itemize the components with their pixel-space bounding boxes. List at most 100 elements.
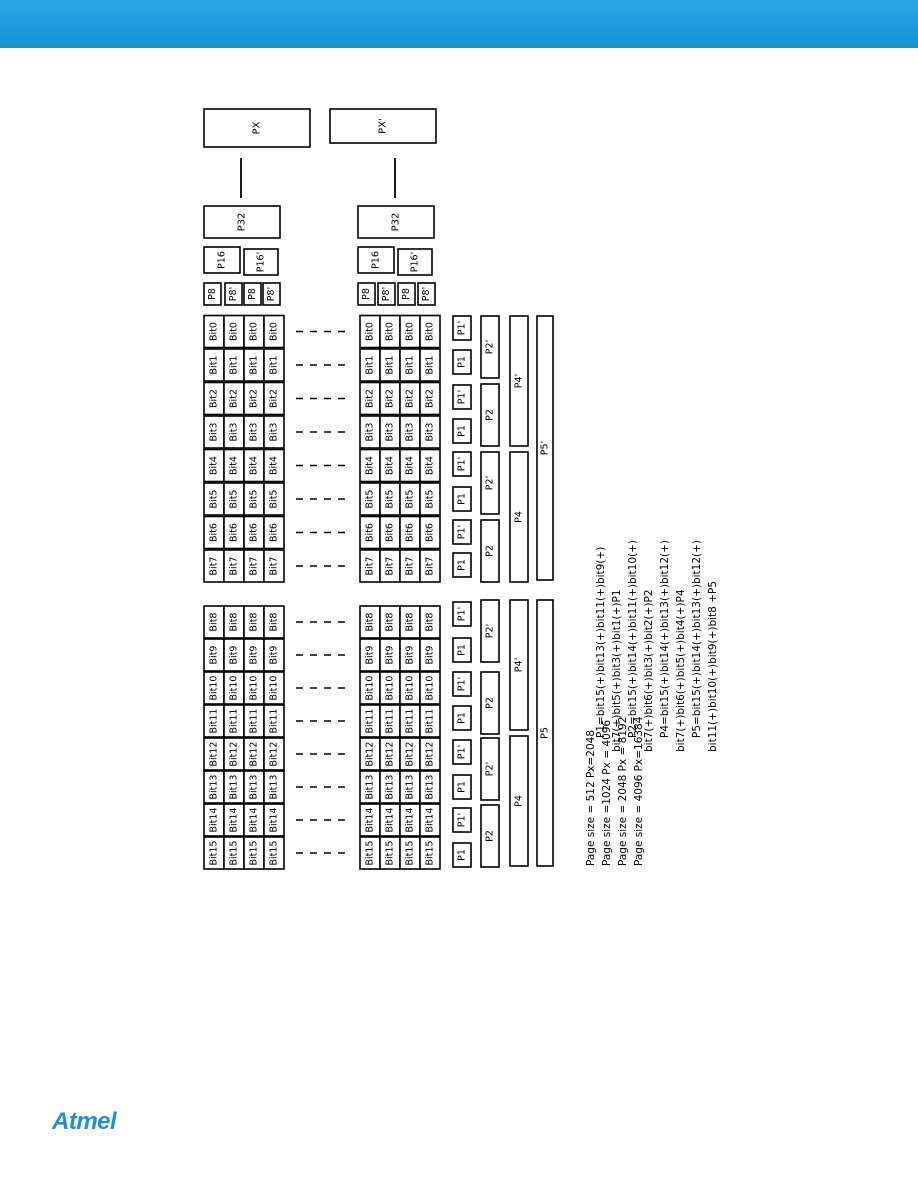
- bit-cell-bit0: Bit0: [419, 314, 441, 349]
- bit-cell-bit5-label: Bit5: [425, 490, 436, 509]
- bit-cell-bit9-label: Bit9: [249, 646, 260, 665]
- bit-cell-bit12-label: Bit12: [269, 742, 280, 767]
- bit-cell-bit11-label: Bit11: [365, 709, 376, 734]
- equation-line: bit7(+)bit6(+)bit3(+)bit2(+)P2: [643, 590, 655, 753]
- bit-cell-bit13: Bit13: [419, 770, 441, 804]
- bit-cell-bit11-label: Bit11: [269, 709, 280, 734]
- p1-box-label: P1: [457, 493, 468, 505]
- bit-cell-bit7-label: Bit7: [425, 557, 436, 576]
- bit-cell-bit1: Bit1: [379, 348, 401, 382]
- bit-cell-bit8-label: Bit8: [209, 613, 220, 632]
- bit-cell-bit0-label: Bit0: [385, 322, 396, 341]
- bit-cell-bit11: Bit11: [379, 704, 401, 738]
- bit-cell-bit13-label: Bit13: [405, 775, 416, 800]
- bit-cell-bit15-label: Bit15: [269, 841, 280, 866]
- p1-box: P1: [452, 349, 472, 375]
- bit-cell-bit1-label: Bit1: [425, 356, 436, 375]
- bit-cell-bit0-label: Bit0: [229, 322, 240, 341]
- bit-cell-bit14: Bit14: [263, 803, 285, 837]
- bit-cell-bit15-label: Bit15: [405, 841, 416, 866]
- bit-cell-bit6-label: Bit6: [229, 523, 240, 542]
- bit-cell-bit1-label: Bit1: [209, 356, 220, 375]
- bit-cell-bit2: Bit2: [243, 381, 265, 416]
- p1-prime-box-label: P1': [457, 525, 468, 539]
- bit-cell-bit13: Bit13: [223, 770, 245, 804]
- bit-cell-bit10-label: Bit10: [209, 676, 220, 701]
- bit-cell-bit6-label: Bit6: [385, 523, 396, 542]
- bit-cell-bit5-label: Bit5: [385, 490, 396, 509]
- bit-cell-bit6: Bit6: [379, 515, 401, 550]
- bit-cell-bit6-label: Bit6: [209, 523, 220, 542]
- bit-cell-bit12-label: Bit12: [249, 742, 260, 767]
- bit-cell-bit15-label: Bit15: [229, 841, 240, 866]
- bit-cell-bit3-label: Bit3: [385, 423, 396, 442]
- bit-cell-bit7-label: Bit7: [385, 557, 396, 576]
- p2-prime-box-label: P2': [485, 624, 496, 638]
- bit-cell-bit3-label: Bit3: [229, 423, 240, 442]
- p1-prime-box: P1': [452, 451, 472, 477]
- p1-prime-box: P1': [452, 601, 472, 627]
- bit-cell-bit3: Bit3: [263, 415, 285, 449]
- bit-cell-bit15: Bit15: [419, 836, 441, 870]
- bit-cell-bit14: Bit14: [419, 803, 441, 837]
- bit-cell-bit3: Bit3: [379, 415, 401, 449]
- p16-prime-box-label: P16': [256, 252, 267, 272]
- bit-cell-bit1: Bit1: [419, 348, 441, 382]
- bit-cell-bit10: Bit10: [419, 671, 441, 705]
- bit-cell-bit9: Bit9: [243, 638, 265, 672]
- px-box-label: PX: [252, 121, 263, 134]
- bit-cell-bit1: Bit1: [203, 348, 225, 382]
- p8-prime-box: P8': [262, 282, 281, 306]
- p16-box-2: P16: [357, 246, 395, 274]
- bit-cell-bit13: Bit13: [243, 770, 265, 804]
- p32-box-label: P32: [237, 213, 248, 232]
- p1-box-label: P1: [457, 849, 468, 861]
- bit-cell-bit10-label: Bit10: [385, 676, 396, 701]
- bit-cell-bit7: Bit7: [223, 549, 245, 583]
- p4-box: P4: [509, 451, 529, 583]
- bit-cell-bit5: Bit5: [203, 482, 225, 516]
- bit-cell-bit2-label: Bit2: [365, 389, 376, 408]
- bit-cell-bit4-label: Bit4: [365, 456, 376, 475]
- bit-cell-bit4: Bit4: [243, 448, 265, 483]
- p1-prime-box-label: P1': [457, 321, 468, 335]
- bit-cell-bit8-label: Bit8: [385, 613, 396, 632]
- bit-cell-bit5: Bit5: [419, 482, 441, 516]
- bit-cell-bit5: Bit5: [359, 482, 381, 516]
- bit-cell-bit0: Bit0: [359, 314, 381, 349]
- bit-cell-bit15: Bit15: [243, 836, 265, 870]
- bit-cell-bit7: Bit7: [419, 549, 441, 583]
- p16-prime-box: P16': [243, 248, 279, 276]
- bit-cell-bit5-label: Bit5: [229, 490, 240, 509]
- bit-cell-bit6: Bit6: [359, 515, 381, 550]
- bit-cell-bit0-label: Bit0: [425, 322, 436, 341]
- p2-prime-box: P2': [480, 737, 500, 801]
- bit-cell-bit4-label: Bit4: [425, 456, 436, 475]
- p2-box-label: P2: [485, 409, 496, 421]
- p8-prime-box: P8': [377, 282, 396, 306]
- p16-prime-box-2: P16': [397, 248, 433, 276]
- bit-cell-bit0: Bit0: [243, 314, 265, 349]
- bit-cell-bit11: Bit11: [399, 704, 421, 738]
- bit-cell-bit1-label: Bit1: [249, 356, 260, 375]
- equation-line: bit11(+)bit10(+)bit9(+)bit8 +P5: [707, 581, 719, 752]
- p8-box: P8: [397, 282, 416, 306]
- bit-cell-bit14-label: Bit14: [249, 808, 260, 833]
- p5-prime-box-label: P5': [540, 441, 551, 455]
- bit-cell-bit0-label: Bit0: [405, 322, 416, 341]
- bit-cell-bit11: Bit11: [203, 704, 225, 738]
- p1-prime-box-label: P1': [457, 813, 468, 827]
- p4-prime-box: P4': [509, 315, 529, 447]
- bit-cell-bit8: Bit8: [379, 605, 401, 639]
- bit-cell-bit2: Bit2: [203, 381, 225, 416]
- p32-box: P32: [203, 205, 281, 239]
- bit-cell-bit12: Bit12: [359, 737, 381, 771]
- bit-cell-bit13-label: Bit13: [209, 775, 220, 800]
- bit-cell-bit5-label: Bit5: [365, 490, 376, 509]
- page-size-line: Page size =1024 Px = 4096: [601, 720, 613, 866]
- bit-cell-bit5: Bit5: [223, 482, 245, 516]
- bit-cell-bit4: Bit4: [359, 448, 381, 483]
- bit-cell-bit2: Bit2: [359, 381, 381, 416]
- bit-cell-bit3: Bit3: [203, 415, 225, 449]
